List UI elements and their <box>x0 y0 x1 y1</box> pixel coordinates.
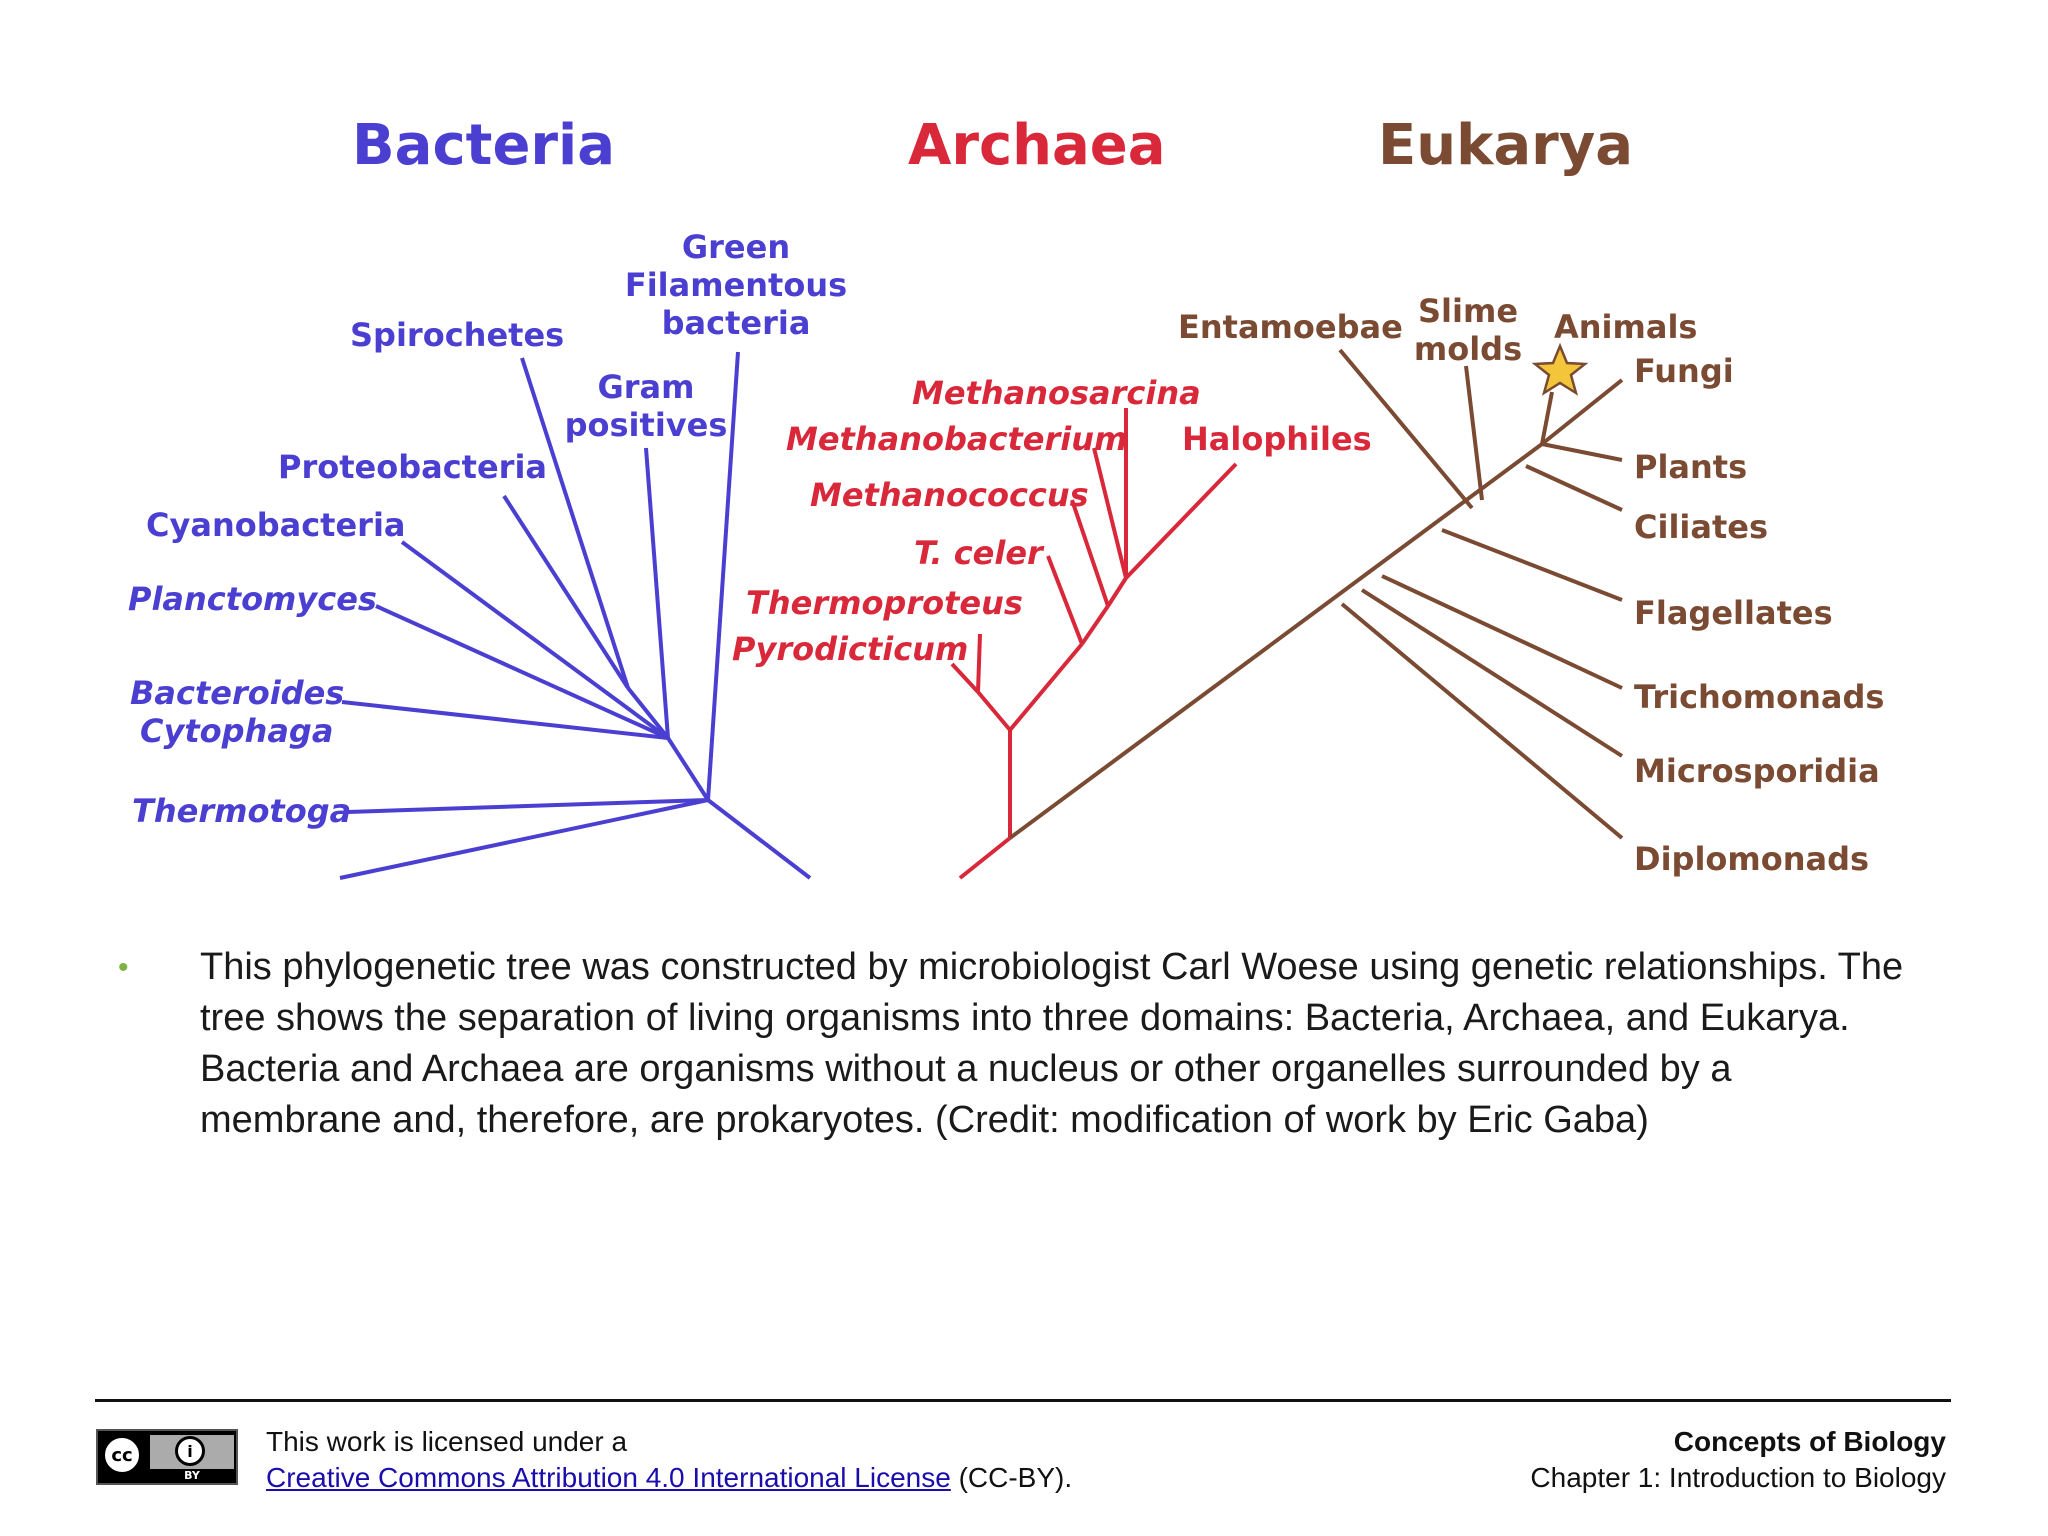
footer-divider <box>95 1399 1951 1402</box>
book-title: Concepts of Biology <box>1673 1426 1946 1457</box>
bacteria-label: Cytophaga <box>140 712 333 750</box>
eukarya-label: Flagellates <box>1634 594 1833 632</box>
license-text: This work is licensed under a Creative C… <box>266 1424 1072 1496</box>
eukarya-label: molds <box>1414 330 1522 368</box>
eukarya-label: Trichomonads <box>1634 678 1884 716</box>
archaea-branches <box>950 408 1238 880</box>
archaea-label: Methanococcus <box>810 476 1089 514</box>
eukarya-label: Entamoebae <box>1178 308 1403 346</box>
archaea-label: Methanobacterium <box>786 420 1127 458</box>
eukarya-label: Microsporidia <box>1634 752 1880 790</box>
chapter-title: Chapter 1: Introduction to Biology <box>1530 1462 1946 1493</box>
bullet-icon: • <box>118 951 129 984</box>
eukarya-label: Diplomonads <box>1634 840 1869 878</box>
bacteria-branches <box>339 351 812 880</box>
by-label: BY <box>184 1469 200 1482</box>
bacteria-label: Gram <box>598 368 695 406</box>
phylogenetic-tree-diagram: Bacteria Archaea Eukarya Green Filamento… <box>128 113 1884 880</box>
archaea-label: Halophiles <box>1182 420 1372 458</box>
archaea-label: T. celer <box>914 534 1045 572</box>
caption-text: This phylogenetic tree was constructed b… <box>200 946 1904 1141</box>
license-line2: Creative Commons Attribution 4.0 Interna… <box>266 1460 1072 1496</box>
domain-title-bacteria: Bacteria <box>352 113 615 178</box>
caption: • This phylogenetic tree was constructed… <box>118 942 1908 1146</box>
person-icon: i <box>175 1436 205 1466</box>
bacteria-label: Planctomyces <box>128 580 377 618</box>
bacteria-label: Proteobacteria <box>278 448 547 486</box>
archaea-label: Thermoproteus <box>746 584 1023 622</box>
archaea-label: Methanosarcina <box>912 374 1201 412</box>
bacteria-label: Filamentous <box>625 266 847 304</box>
eukarya-label: Slime <box>1418 292 1518 330</box>
bacteria-label: Spirochetes <box>350 316 564 354</box>
bacteria-label: Bacteroides <box>130 674 344 712</box>
license-link[interactable]: Creative Commons Attribution 4.0 Interna… <box>266 1462 951 1493</box>
eukarya-label: Ciliates <box>1634 508 1768 546</box>
archaea-label: Pyrodicticum <box>732 630 968 668</box>
license-suffix: (CC-BY). <box>950 1462 1073 1493</box>
domain-title-archaea: Archaea <box>908 113 1166 178</box>
bacteria-label: Thermotoga <box>132 792 351 830</box>
eukarya-label: Animals <box>1554 308 1697 346</box>
bacteria-label: positives <box>565 406 728 444</box>
eukarya-label: Plants <box>1634 448 1747 486</box>
book-info: Concepts of Biology Chapter 1: Introduct… <box>1530 1424 1946 1496</box>
bacteria-label: bacteria <box>662 304 811 342</box>
domain-title-eukarya: Eukarya <box>1378 113 1633 178</box>
bacteria-label: Green <box>682 228 790 266</box>
cc-icon: cc <box>102 1435 142 1475</box>
star-icon <box>1531 342 1589 396</box>
eukarya-label: Fungi <box>1634 352 1734 390</box>
eukarya-branches <box>1008 348 1624 840</box>
bacteria-label: Cyanobacteria <box>146 506 406 544</box>
license-line1: This work is licensed under a <box>266 1426 628 1457</box>
cc-by-license-badge: cc i BY <box>96 1429 238 1485</box>
